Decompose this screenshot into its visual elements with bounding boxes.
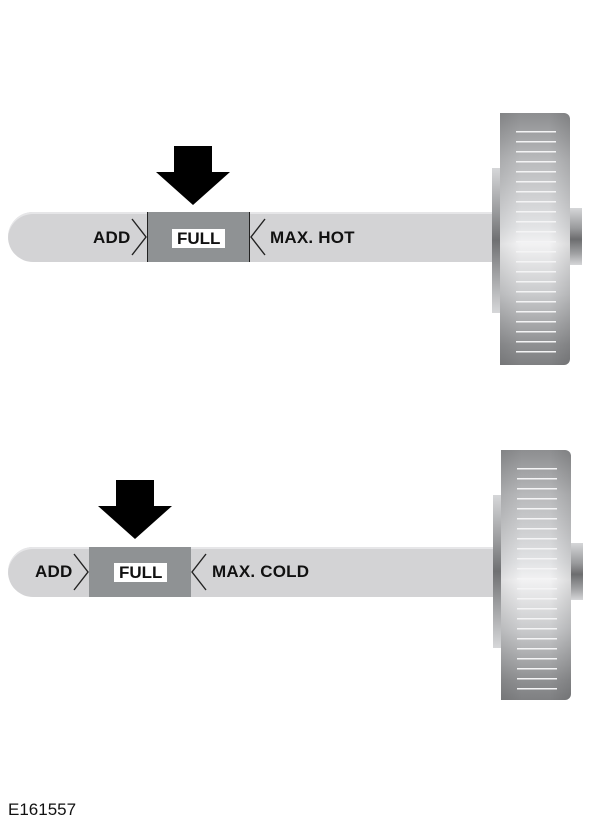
knurled-cap: [501, 450, 571, 700]
max-hot-label: MAX. HOT: [270, 228, 355, 247]
down-arrow-icon: [156, 146, 230, 205]
cap-flange: [493, 495, 503, 648]
max-chevron-icon: [191, 553, 207, 591]
cap-nub: [571, 543, 583, 600]
cap-flange: [492, 168, 502, 313]
knurled-cap: [500, 113, 570, 365]
cap-nub: [570, 208, 582, 265]
max-chevron-icon: [250, 218, 266, 256]
full-label: FULL: [172, 229, 226, 248]
max-cold-label: MAX. COLD: [212, 562, 310, 581]
add-label: ADD: [93, 228, 131, 247]
add-chevron-icon: [131, 218, 147, 256]
add-chevron-icon: [73, 553, 89, 591]
full-label: FULL: [114, 563, 168, 582]
dipstick-hot: ADD FULL MAX. HOT: [0, 0, 600, 365]
down-arrow-icon: [98, 480, 172, 539]
figure-code: E161557: [8, 800, 77, 819]
dipstick-cold: ADD FULL MAX. COLD: [0, 0, 600, 700]
dipstick-blade: [8, 212, 498, 262]
add-label: ADD: [35, 562, 73, 581]
